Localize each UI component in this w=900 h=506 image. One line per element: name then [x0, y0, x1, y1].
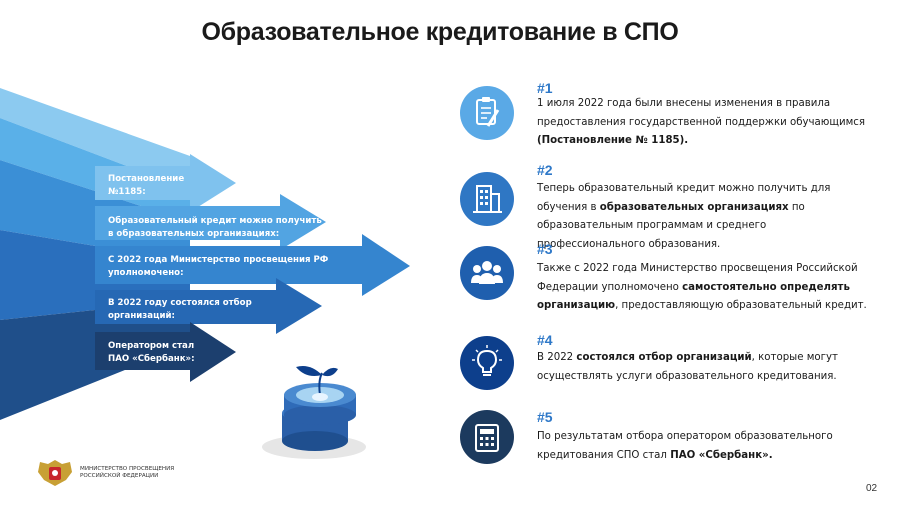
item-3-circle — [460, 246, 514, 300]
item-4-text-part-1: В 2022 — [537, 352, 577, 363]
item-2-text-part-1: Теперь образовательный кредит можно полу… — [537, 183, 831, 213]
item-2-text-bold: образовательных организациях — [599, 201, 789, 213]
arrow-2 — [95, 194, 326, 250]
lightbulb-icon — [472, 345, 502, 376]
item-1-text-part: 1 июля 2022 года были внесены изменения … — [537, 98, 865, 128]
arrow-label-4: В 2022 году состоялся отбор организаций: — [108, 298, 252, 321]
item-1-circle — [460, 86, 514, 140]
arrow-3 — [95, 234, 410, 296]
item-5-text-part-1: По результатам отбора оператором образов… — [537, 431, 833, 461]
item-2-text-part-2: по образовательным программам и среднего… — [537, 201, 805, 250]
document-pen-icon — [476, 97, 500, 127]
item-1-text: 1 июля 2022 года были внесены изменения … — [537, 95, 877, 151]
coins-with-sprout-illustration — [262, 366, 366, 459]
ray-1 — [0, 88, 190, 190]
arrow-1 — [95, 154, 236, 212]
item-2-circle — [460, 172, 514, 226]
ministry-emblem-icon — [38, 460, 72, 486]
item-3-text-part-2: , предоставляющую образовательный кредит… — [615, 300, 867, 311]
item-2-number: #2 — [537, 162, 553, 178]
item-5-number: #5 — [537, 409, 553, 425]
item-5-text: По результатам отбора оператором образов… — [537, 428, 877, 465]
arrow-label-5: Оператором стал ПАО «Сбербанк»: — [108, 341, 195, 364]
item-3-text-bold: самостоятельно определять организацию — [537, 281, 850, 312]
item-5-circle — [460, 410, 514, 464]
item-4-circle — [460, 336, 514, 390]
item-4-text: В 2022 состоялся отбор организаций, кото… — [537, 349, 877, 386]
item-1-number: #1 — [537, 80, 553, 96]
item-1-text-bold: (Постановление № 1185). — [537, 135, 689, 146]
arrow-4 — [95, 278, 322, 334]
arrow-label-1: Постановление №1185: — [108, 174, 185, 197]
ministry-logo-text: МИНИСТЕРСТВО ПРОСВЕЩЕНИЯ РОССИЙСКОЙ ФЕДЕ… — [80, 466, 175, 479]
page-title: Образовательное кредитование в СПО — [201, 18, 679, 46]
calculator-icon — [475, 424, 499, 452]
item-3-text: Также с 2022 года Министерство просвещен… — [537, 260, 877, 316]
building-icon — [473, 185, 502, 213]
people-group-icon — [471, 261, 503, 284]
page-number: 02 — [866, 483, 878, 494]
arrow-label-2: Образовательный кредит можно получить в … — [108, 216, 322, 239]
item-3-text-part-1: Также с 2022 года Министерство просвещен… — [537, 263, 858, 293]
item-5-text-bold: ПАО «Сбербанк». — [670, 449, 773, 461]
item-4-text-bold: состоялся отбор организаций — [576, 352, 752, 363]
item-4-text-part-2: , которые могут осуществлять услуги обра… — [537, 352, 838, 382]
item-2-text: Теперь образовательный кредит можно полу… — [537, 180, 877, 254]
item-3-number: #3 — [537, 241, 553, 257]
arrows-graphic — [0, 88, 410, 420]
item-4-number: #4 — [537, 332, 553, 348]
arrow-label-3: С 2022 года Министерство просвещения РФ … — [108, 255, 329, 278]
arrow-5 — [95, 322, 236, 382]
